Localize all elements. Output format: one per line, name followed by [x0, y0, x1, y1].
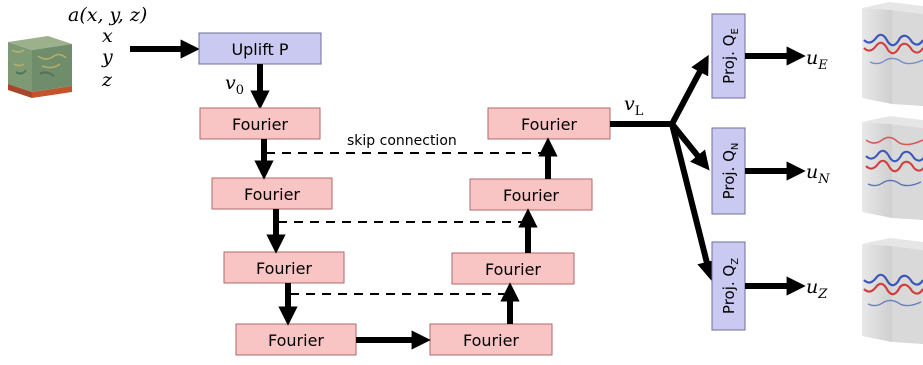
proj-block-E: Proj. QE — [711, 13, 746, 99]
proj-block-Z: Proj. QZ — [711, 241, 746, 331]
proj-label-Z: Proj. QZ — [720, 258, 741, 314]
uplift-label: Uplift P — [231, 40, 288, 59]
fourier-label: Fourier — [521, 115, 577, 134]
fourier-block-7: Fourier — [469, 178, 593, 211]
fourier-block-3: Fourier — [223, 251, 345, 284]
fourier-block-5: Fourier — [429, 323, 553, 356]
input-volume-cube — [8, 36, 72, 98]
fourier-block-2: Fourier — [211, 177, 333, 210]
fourier-block-4: Fourier — [235, 323, 357, 356]
fourier-block-8: Fourier — [487, 107, 611, 140]
fourier-label: Fourier — [268, 331, 324, 350]
fourier-label: Fourier — [503, 186, 559, 205]
proj-label-N: Proj. QN — [720, 143, 741, 200]
input-coord-x: x — [102, 25, 113, 47]
fourier-label: Fourier — [232, 115, 288, 134]
output-label-N: uN — [806, 161, 830, 187]
v0-label: v0 — [225, 72, 244, 98]
fourier-label: Fourier — [256, 259, 312, 278]
output-wavefield-Z — [862, 238, 923, 344]
input-function-label: a(x, y, z) — [68, 4, 147, 26]
input-coord-y: y — [101, 46, 113, 68]
output-wavefield-E — [862, 2, 923, 106]
skip-connection-label: skip connection — [347, 133, 457, 149]
fourier-label: Fourier — [463, 331, 519, 350]
output-wavefield-N — [862, 116, 923, 220]
proj-label-E: Proj. QE — [720, 28, 741, 84]
branch-arrow-E — [669, 54, 709, 126]
fourier-block-1: Fourier — [199, 107, 321, 140]
branch-arrow-Z — [669, 123, 717, 281]
uplift-block: Uplift P — [198, 32, 322, 65]
branch-arrow-N — [669, 122, 710, 171]
fourier-label: Fourier — [485, 260, 541, 279]
input-coord-z: z — [101, 69, 113, 91]
output-label-Z: uZ — [806, 276, 828, 302]
vL-label: vL — [624, 93, 644, 119]
output-label-E: uE — [806, 47, 828, 73]
proj-block-N: Proj. QN — [711, 127, 746, 215]
fourier-block-6: Fourier — [451, 252, 575, 285]
fourier-label: Fourier — [244, 185, 300, 204]
